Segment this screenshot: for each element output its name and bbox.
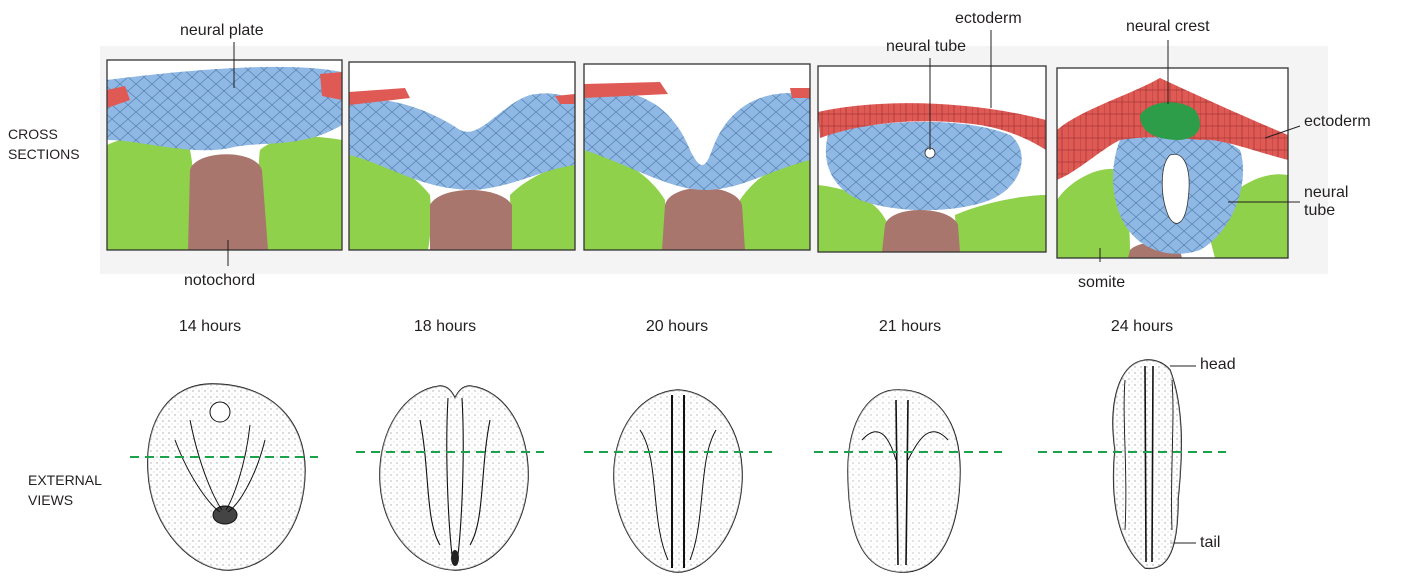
- cross-section-21h: [818, 66, 1046, 252]
- cross-section-24h: [1057, 68, 1288, 258]
- external-view-18h: [380, 386, 528, 570]
- row-label-cross-sections: CROSS SECTIONS: [8, 124, 80, 164]
- time-label-14h: 14 hours: [150, 318, 270, 336]
- external-view-24h: [1113, 360, 1181, 568]
- cross-section-20h: [584, 64, 810, 250]
- somite-left: [107, 135, 194, 250]
- time-label-20h: 20 hours: [617, 318, 737, 336]
- external-view-21h: [848, 390, 960, 572]
- time-label-21h: 21 hours: [850, 318, 970, 336]
- label-head: head: [1200, 356, 1236, 374]
- row-label-external-views: EXTERNAL VIEWS: [28, 470, 102, 510]
- external-view-20h: [614, 390, 742, 572]
- label-somite: somite: [1078, 274, 1125, 292]
- label-ectoderm-21h: ectoderm: [955, 10, 1022, 28]
- label-neural-tube-21h: neural tube: [886, 38, 966, 56]
- time-label-24h: 24 hours: [1082, 318, 1202, 336]
- cross-section-18h: [349, 62, 575, 250]
- label-neural-tube-24h: neural tube: [1304, 184, 1348, 220]
- cross-section-14h: [107, 60, 342, 250]
- label-tail: tail: [1200, 534, 1220, 552]
- external-view-14h: [148, 384, 305, 570]
- label-notochord: notochord: [184, 272, 255, 290]
- somite-right: [259, 137, 342, 250]
- time-label-18h: 18 hours: [385, 318, 505, 336]
- label-ectoderm-24h: ectoderm: [1304, 113, 1371, 131]
- label-neural-plate: neural plate: [180, 22, 264, 40]
- notochord: [188, 154, 268, 250]
- label-neural-crest: neural crest: [1126, 18, 1210, 36]
